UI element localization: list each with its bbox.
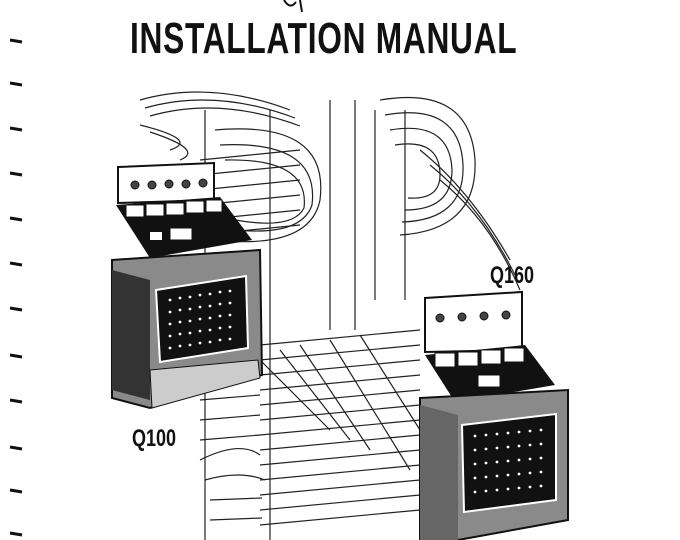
binding-tick-icon xyxy=(9,398,23,404)
binding-tick-icon xyxy=(9,306,23,312)
jukebox-illustration xyxy=(419,290,569,540)
binding-tick-icon xyxy=(9,171,23,177)
binding-tick-icon xyxy=(9,353,23,359)
binding-tick-icon xyxy=(9,38,23,44)
jukebox-illustration xyxy=(111,161,264,410)
page-title: INSTALLATION MANUAL xyxy=(130,14,518,63)
model-label-q160: Q160 xyxy=(490,262,535,289)
binding-tick-icon xyxy=(9,126,23,132)
binding-tick-icon xyxy=(9,531,23,537)
binding-tick-icon xyxy=(9,216,23,222)
binding-tick-icon xyxy=(9,81,23,87)
binding-tick-icon xyxy=(9,261,23,267)
binding-tick-icon xyxy=(9,488,23,494)
model-label-q100: Q100 xyxy=(132,425,177,452)
binding-ticks xyxy=(9,38,23,537)
cut-off-heading-fragment xyxy=(283,0,303,13)
binding-tick-icon xyxy=(9,445,23,451)
